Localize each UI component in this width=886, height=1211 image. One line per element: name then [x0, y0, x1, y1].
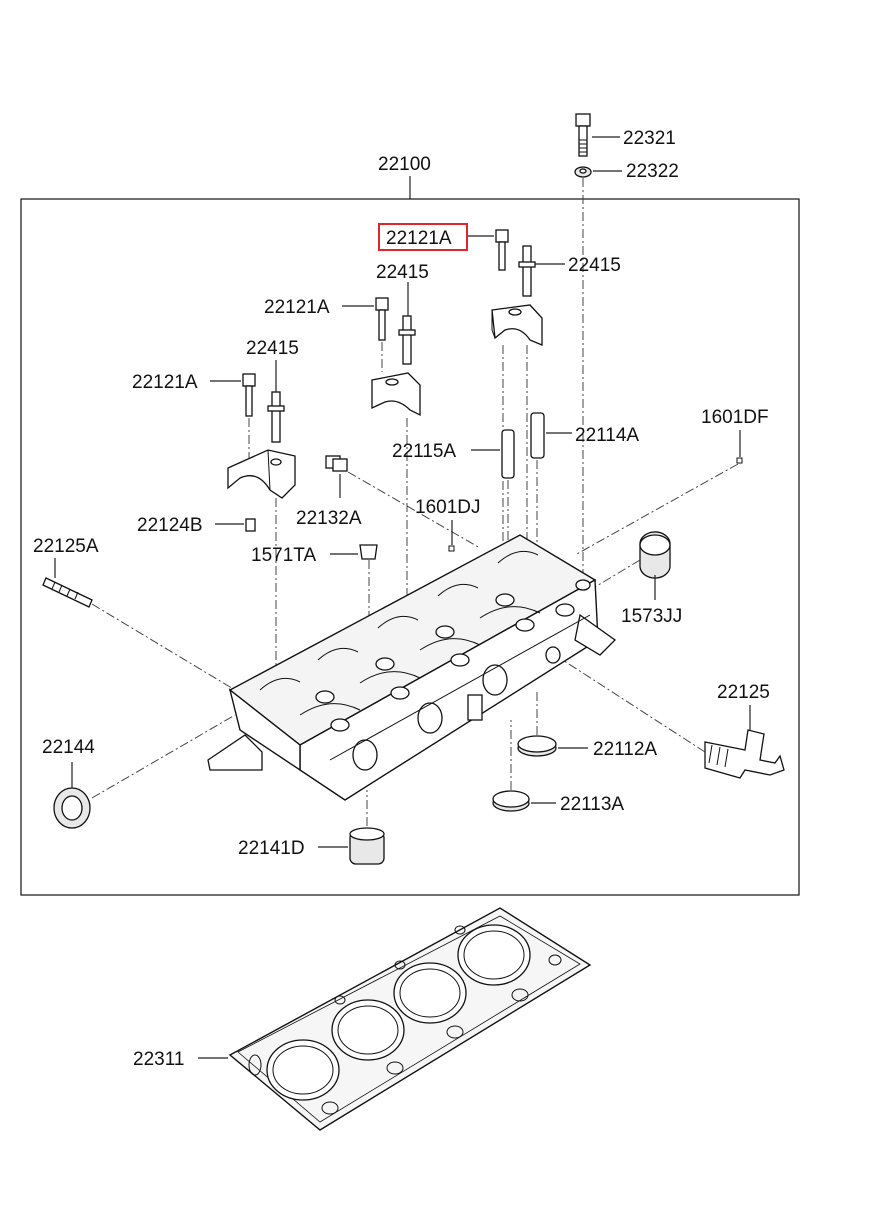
plug-22141D[interactable]	[349, 827, 385, 865]
label-22141D: 22141D	[238, 838, 305, 859]
label-1573JJ: 1573JJ	[621, 606, 682, 627]
cap-bolt-22121A-middle[interactable]	[375, 297, 389, 341]
plug-1571TA[interactable]	[359, 544, 378, 560]
bearing-cap-middle[interactable]	[371, 372, 421, 417]
label-22415-a: 22415	[568, 255, 621, 276]
stud-22415-c[interactable]	[267, 391, 285, 443]
label-22125A: 22125A	[33, 536, 99, 557]
cylinder-head-22100[interactable]	[207, 534, 617, 801]
label-22132A: 22132A	[296, 508, 362, 529]
label-22112A: 22112A	[593, 739, 657, 760]
label-22114A: 22114A	[575, 425, 639, 446]
valve-seat-22112A[interactable]	[517, 735, 557, 757]
label-1571TA: 1571TA	[251, 545, 316, 566]
stud-22415-a[interactable]	[518, 245, 536, 297]
label-22321: 22321	[623, 128, 676, 149]
head-bolt-22321[interactable]	[575, 113, 591, 157]
label-22415-c: 22415	[246, 338, 299, 359]
label-22113A: 22113A	[560, 794, 624, 815]
bearing-cap-right[interactable]	[491, 304, 543, 346]
marker-1601DJ[interactable]	[448, 545, 455, 552]
label-22115A: 22115A	[392, 441, 456, 462]
bearing-cap-left[interactable]	[227, 449, 296, 499]
dowel-22124B[interactable]	[245, 518, 256, 532]
label-22121A-highlight: 22121A	[386, 228, 452, 249]
label-22311: 22311	[133, 1049, 184, 1070]
label-22121A-b: 22121A	[264, 297, 330, 318]
pin-22114A[interactable]	[530, 412, 545, 459]
label-22415-b: 22415	[376, 262, 429, 283]
cap-bolt-22121A-highlighted[interactable]	[495, 229, 509, 271]
pin-22115A[interactable]	[501, 429, 515, 479]
oil-seal-22144[interactable]	[53, 787, 91, 829]
stud-22415-b[interactable]	[398, 315, 416, 365]
label-22144: 22144	[42, 737, 95, 758]
label-22121A-c: 22121A	[132, 372, 198, 393]
label-1601DF: 1601DF	[701, 407, 769, 428]
label-22100: 22100	[378, 154, 431, 175]
marker-1601DF[interactable]	[736, 457, 743, 464]
assembly-frame	[20, 198, 800, 896]
fitting-22125[interactable]	[704, 729, 785, 779]
washer-22322[interactable]	[574, 166, 592, 178]
valve-seat-22113A[interactable]	[492, 790, 530, 812]
plug-1573JJ[interactable]	[639, 531, 671, 579]
highlight-box	[378, 223, 468, 251]
head-gasket-22311[interactable]	[228, 907, 592, 1131]
plug-22132A[interactable]	[325, 455, 348, 472]
stud-22125A[interactable]	[42, 577, 93, 608]
label-22125: 22125	[717, 682, 770, 703]
label-1601DJ: 1601DJ	[415, 497, 481, 518]
cap-bolt-22121A-left[interactable]	[242, 373, 256, 417]
label-22124B: 22124B	[137, 515, 203, 536]
label-22322: 22322	[626, 161, 679, 182]
